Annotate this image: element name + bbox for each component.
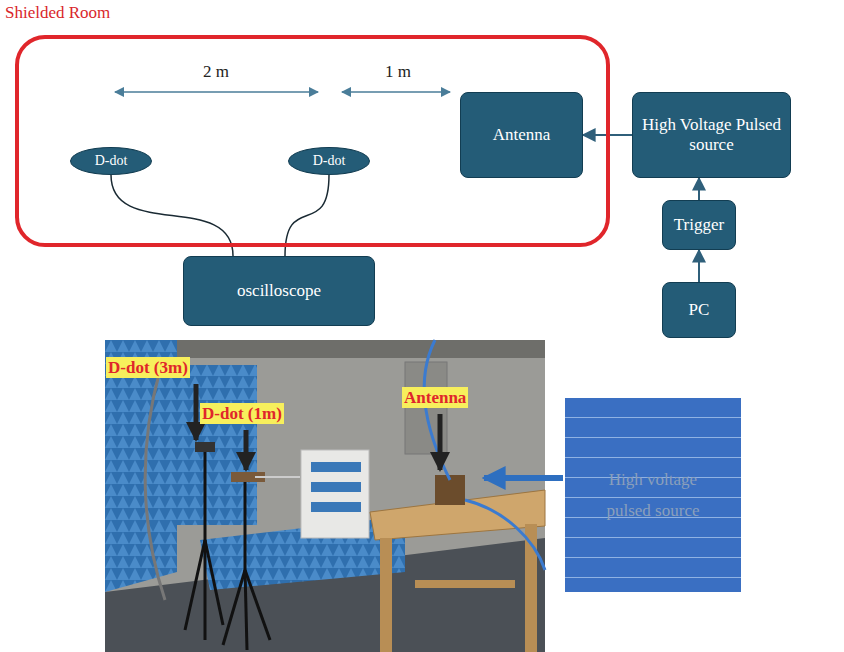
sensor-ellipse: D-dot (70, 147, 152, 175)
dimension-label: 1 m (382, 62, 414, 82)
svg-shape (105, 340, 545, 652)
node-label: PC (689, 300, 710, 320)
svg-shape (415, 580, 515, 588)
photo-callout: D-dot (3m) (106, 357, 190, 378)
region-title: Shielded Room (5, 3, 110, 23)
svg-shape (185, 540, 205, 630)
dimension-arrow (115, 91, 318, 93)
leader-arrow (194, 384, 199, 440)
svg-shape (223, 570, 245, 645)
svg-shape (204, 450, 207, 540)
pc-box: PC (662, 282, 736, 338)
feed-arrow (484, 475, 563, 481)
node-label: Trigger (674, 215, 724, 235)
svg-shape (380, 538, 392, 652)
svg-shape (311, 482, 361, 492)
source-panel: High voltage pulsed source (565, 398, 741, 592)
photo-callout: D-dot (1m) (200, 403, 284, 424)
node-label: Antenna (493, 125, 551, 145)
svg-shape (205, 540, 223, 625)
setup-photo (105, 340, 545, 652)
photo-callout: Antenna (402, 387, 468, 408)
source-box: High Voltage Pulsed source (632, 92, 791, 178)
antenna-box: Antenna (460, 92, 583, 178)
node-label: D-dot (313, 153, 346, 169)
sensor-ellipse: D-dot (288, 147, 370, 175)
node-label: High voltage pulsed source (605, 464, 701, 527)
svg-shape (255, 476, 300, 478)
leader-arrow (438, 414, 443, 470)
svg-shape (424, 340, 450, 480)
svg-shape (311, 462, 361, 472)
dimension-arrow (342, 91, 450, 93)
svg-shape (145, 370, 165, 600)
signal-arrow (698, 250, 700, 282)
signal-arrow (698, 178, 700, 200)
svg-shape (244, 480, 247, 570)
svg-shape (465, 500, 545, 570)
node-label: High Voltage Pulsed source (637, 115, 786, 156)
trigger-box: Trigger (662, 200, 736, 250)
svg-shape (245, 570, 270, 640)
leader-arrow (244, 430, 249, 470)
node-label: D-dot (95, 153, 128, 169)
dimension-label: 2 m (200, 62, 232, 82)
svg-shape (301, 450, 369, 538)
svg-shape (245, 570, 247, 650)
svg-shape (195, 442, 215, 452)
oscilloscope-box: oscilloscope (183, 256, 375, 326)
svg-shape (311, 502, 361, 512)
node-label: oscilloscope (237, 281, 321, 301)
svg-shape (185, 450, 270, 650)
svg-shape (204, 540, 207, 640)
shielded-room: Shielded RoomD-dotD-dotAntenna (15, 35, 610, 247)
